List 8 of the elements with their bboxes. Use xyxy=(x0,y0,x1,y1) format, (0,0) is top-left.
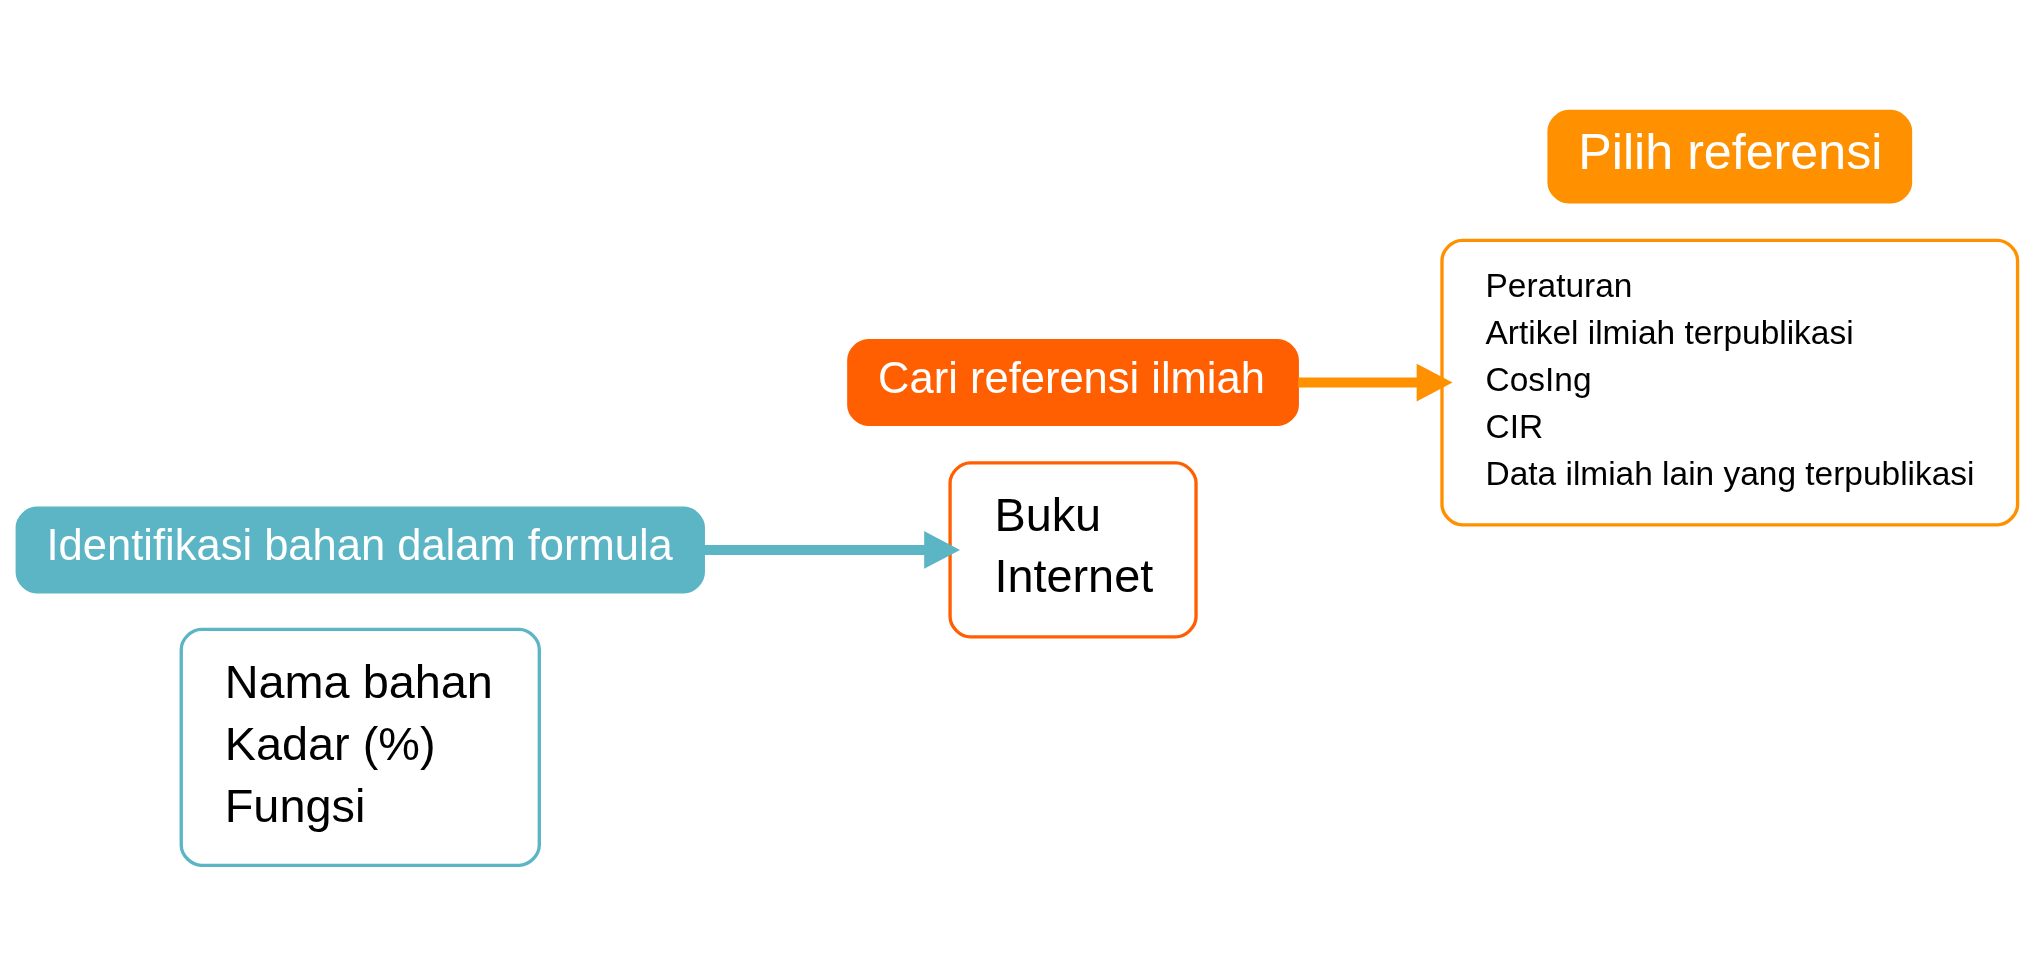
node-box: Peraturan Artikel ilmiah terpublikasi CosIng CIR Data ilmiah lain yang terpublikasi xyxy=(1439,238,2019,526)
node-box: Cari referensi ilmiah xyxy=(846,338,1299,426)
node-box: Pilih referensi xyxy=(1546,109,1912,204)
node-box: Nama bahan Kadar (%) Fungsi xyxy=(179,627,541,867)
node-box: Buku Internet xyxy=(947,460,1198,639)
arrow xyxy=(703,530,960,569)
node-box: Identifikasi bahan dalam formula xyxy=(15,505,705,593)
arrow xyxy=(1297,363,1453,401)
